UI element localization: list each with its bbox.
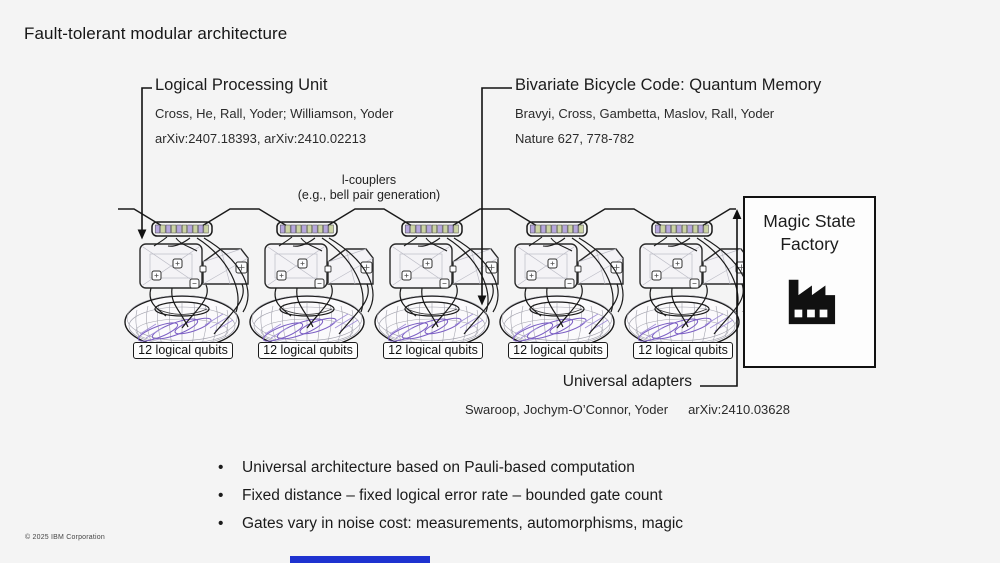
l-couplers-line2: (e.g., bell pair generation) — [297, 188, 441, 202]
magic-state-factory-title: Magic State Factory — [763, 211, 856, 255]
adapters-arrow — [700, 218, 738, 387]
bullet-text-1: Universal architecture based on Pauli-ba… — [242, 459, 635, 476]
lpu-reference: arXiv:2407.18393, arXiv:2410.02213 — [155, 131, 367, 146]
l-coupler-bus-line — [118, 208, 736, 227]
adapters-title: Universal adapters — [562, 373, 692, 390]
bbc-reference: Nature 627, 778-782 — [515, 131, 635, 146]
summary-bullets: • Universal architecture based on Pauli-… — [218, 454, 683, 538]
bbc-arrowhead — [477, 295, 487, 306]
bullet-text-2: Fixed distance – fixed logical error rat… — [242, 487, 663, 504]
adapters-reference: arXiv:2410.03628 — [688, 402, 790, 417]
lpu-authors: Cross, He, Rall, Yoder; Williamson, Yode… — [155, 106, 394, 121]
adapters-citation: Swaroop, Jochym-O’Connor, Yoder arXiv:241… — [465, 402, 790, 417]
bullet-item-1: • Universal architecture based on Pauli-… — [218, 454, 683, 482]
bullet-text-3: Gates vary in noise cost: measurements, … — [242, 515, 684, 532]
adapters-authors: Swaroop, Jochym-O’Connor, Yoder — [465, 402, 669, 417]
bbc-title: Bivariate Bicycle Code: Quantum Memory — [515, 76, 822, 94]
module-label-5: 12 logical qubits — [633, 342, 733, 359]
l-couplers-line1: l-couplers — [341, 173, 397, 187]
bottom-accent-bar — [290, 556, 430, 563]
lpu-arrow — [141, 87, 152, 230]
bullet-item-3: • Gates vary in noise cost: measurements… — [218, 510, 683, 538]
module-label-1: 12 logical qubits — [133, 342, 233, 359]
page-title: Fault-tolerant modular architecture — [24, 24, 288, 43]
bullet-item-2: • Fixed distance – fixed logical error r… — [218, 482, 683, 510]
adapters-arrowhead — [732, 209, 742, 219]
magic-state-factory-box: Magic State Factory — [743, 196, 876, 368]
module-label-3: 12 logical qubits — [383, 342, 483, 359]
factory-icon — [788, 279, 835, 325]
l-couplers-label: l-couplers (e.g., bell pair generation) — [219, 173, 519, 203]
lpu-title: Logical Processing Unit — [155, 76, 328, 94]
bullet-marker: • — [218, 459, 224, 476]
bullet-marker: • — [218, 487, 224, 504]
bbc-authors: Bravyi, Cross, Gambetta, Maslov, Rall, Y… — [515, 106, 775, 121]
bbc-arrow — [481, 87, 512, 296]
copyright-notice: © 2025 IBM Corporation — [25, 534, 105, 541]
module-label-2: 12 logical qubits — [258, 342, 358, 359]
module-label-4: 12 logical qubits — [508, 342, 608, 359]
lpu-arrowhead — [137, 229, 147, 240]
bullet-marker: • — [218, 515, 224, 532]
